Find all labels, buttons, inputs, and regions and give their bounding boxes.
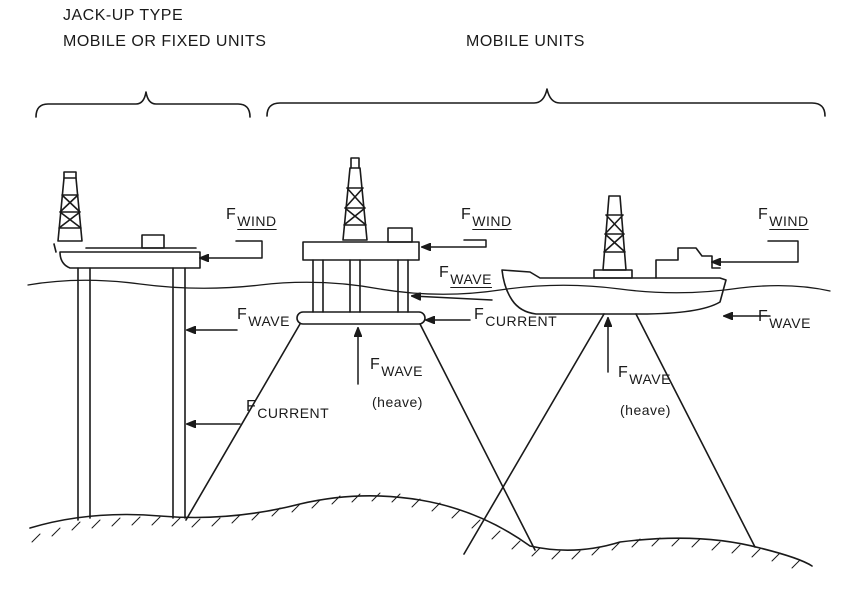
seabed [29, 495, 813, 567]
semisub-platform [185, 157, 536, 551]
header-jackup-line1: JACK-UP TYPE [63, 7, 184, 24]
jackup-wave-label: FWAVE [237, 306, 290, 329]
drillship-wave-label: FWAVE [758, 308, 811, 331]
semisub-wave-label: FWAVE [439, 264, 492, 287]
jackup-brace [35, 91, 251, 118]
sea-surface [27, 279, 831, 295]
drillship-heave-label: FWAVE [618, 364, 671, 387]
semisub-heave-note: (heave) [372, 394, 423, 410]
drillship-heave-note: (heave) [620, 402, 671, 418]
semisub-heave-label: FWAVE [370, 356, 423, 379]
header-jackup-line2: MOBILE OR FIXED UNITS [63, 33, 267, 50]
jackup-current-label: FCURRENT [246, 398, 330, 421]
semisub-wind-label: FWIND [461, 206, 512, 229]
seabed-hatching [31, 492, 801, 569]
force-arrows [187, 239, 799, 424]
drillship [463, 195, 756, 555]
jackup-platform [53, 171, 201, 521]
drillship-wind-label: FWIND [758, 206, 809, 229]
mobile-brace [266, 88, 826, 117]
semisub-current-label: FCURRENT [474, 306, 558, 329]
header-mobile-units: MOBILE UNITS [466, 33, 585, 50]
jackup-wind-label: FWIND [226, 206, 277, 229]
